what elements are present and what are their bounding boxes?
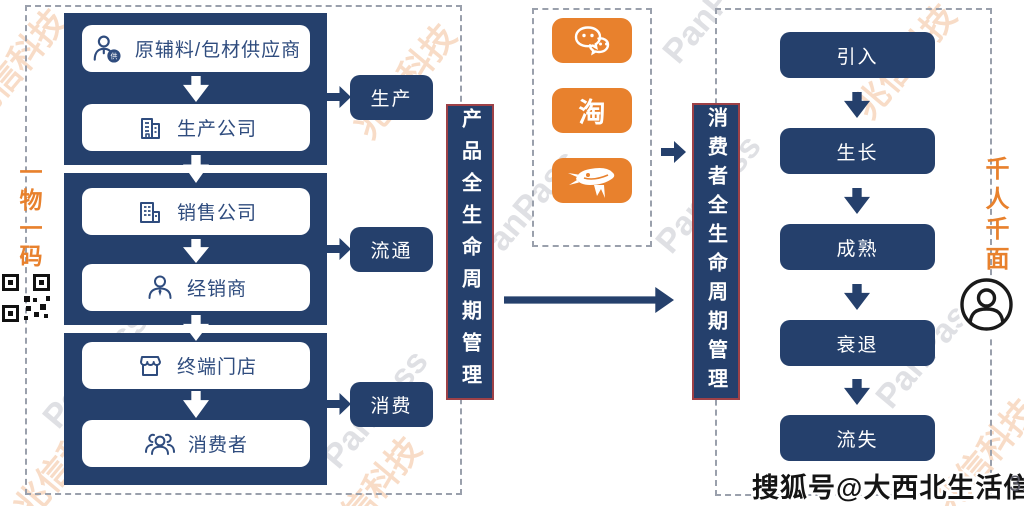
supplier-person-icon: 供 [91, 33, 123, 65]
page-number: 31 [1009, 471, 1024, 496]
factory-building-icon [135, 113, 165, 143]
supply-chain-item-label: 原辅料/包材供应商 [134, 40, 302, 61]
sohu-attribution-watermark: 搜狐号@大西北生活信息网 [752, 473, 1024, 503]
qr-code-icon [2, 271, 50, 330]
office-building-icon [135, 197, 165, 227]
svg-text:供: 供 [110, 51, 117, 60]
supply-chain-item-label: 生产公司 [176, 119, 257, 140]
supply-chain-item: 终端门店 [82, 342, 310, 389]
storefront-icon [135, 351, 165, 381]
wechat-icon [552, 18, 632, 63]
lifecycle-box-introduction: 引入 [780, 32, 935, 78]
weibo-bird-icon [552, 158, 632, 203]
supply-chain-item-label: 销售公司 [176, 203, 257, 224]
person-tie-icon [145, 273, 175, 303]
product-lifecycle-bar: 产品全生命周期管理 [446, 104, 494, 400]
supply-chain-item-label: 终端门店 [176, 357, 257, 378]
taobao-character: 淘 [578, 98, 606, 128]
consumer-lifecycle-bar: 消费者全生命周期管理 [692, 103, 740, 400]
person-circle-icon [958, 276, 1015, 338]
lifecycle-box-decline: 衰退 [780, 320, 935, 366]
lifecycle-box-growth: 生长 [780, 128, 935, 174]
stage-box-production: 生产 [350, 75, 433, 120]
supply-chain-item: 消费者 [82, 420, 310, 467]
stage-box-consumption: 消费 [350, 382, 433, 427]
supply-chain-item: 经销商 [82, 264, 310, 311]
thousand-faces-label: 千人千面 [981, 156, 1008, 276]
supply-chain-item: 生产公司 [82, 104, 310, 151]
people-group-icon [144, 429, 176, 459]
stage-box-circulation: 流通 [350, 227, 433, 272]
platforms-dashed-container [532, 8, 652, 247]
supply-chain-item-label: 经销商 [186, 279, 247, 300]
taobao-icon: 淘 [552, 88, 632, 133]
lifecycle-box-maturity: 成熟 [780, 224, 935, 270]
supply-chain-item: 销售公司 [82, 188, 310, 235]
supply-chain-item-label: 消费者 [187, 435, 248, 456]
right-arrow-icon [661, 141, 686, 163]
supply-chain-item: 供 原辅料/包材供应商 [82, 25, 310, 72]
lifecycle-box-churn: 流失 [780, 415, 935, 461]
long-right-arrow-icon [504, 287, 674, 313]
one-item-one-code-label: 一物一码 [16, 160, 42, 272]
